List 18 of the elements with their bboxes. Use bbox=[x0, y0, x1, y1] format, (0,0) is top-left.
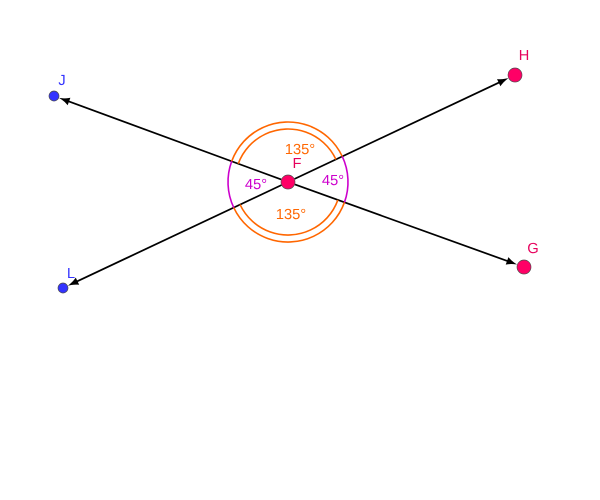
arrow bbox=[294, 78, 506, 180]
point bbox=[58, 282, 68, 294]
angle-label: 135° bbox=[276, 208, 306, 220]
arrow bbox=[62, 98, 282, 180]
point-label: H bbox=[520, 50, 528, 60]
point bbox=[48, 90, 60, 102]
angle-label: 135° bbox=[286, 144, 314, 154]
arrow bbox=[294, 184, 515, 264]
angle-label: 45° bbox=[322, 174, 344, 186]
point bbox=[516, 260, 532, 274]
point-label: G bbox=[528, 242, 538, 254]
arrow bbox=[70, 184, 282, 286]
point bbox=[508, 68, 522, 82]
point-label: J bbox=[58, 74, 65, 86]
angle-label: 45° bbox=[245, 178, 266, 190]
point-label: F bbox=[294, 158, 301, 168]
point bbox=[280, 174, 296, 190]
point-label: L bbox=[68, 268, 75, 278]
